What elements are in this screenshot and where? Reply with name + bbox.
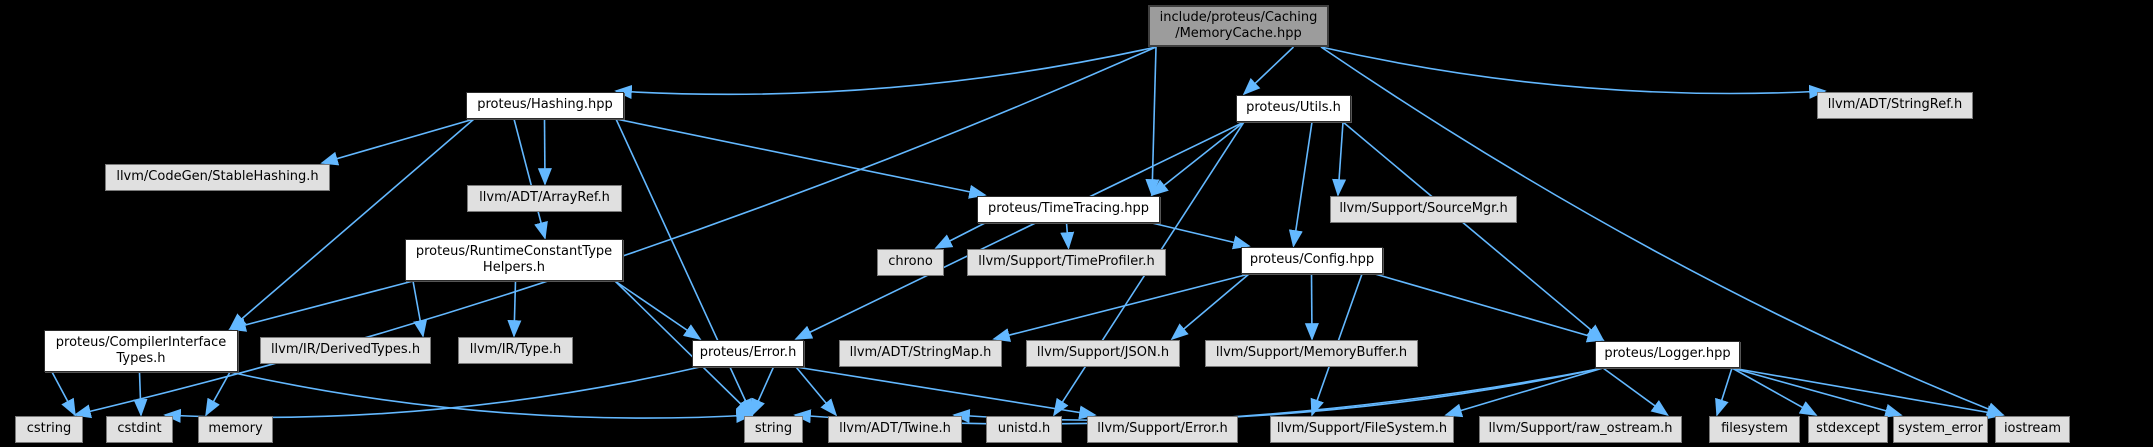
edge-timetracing-config	[1151, 222, 1251, 250]
edge-error-llvmerror	[795, 366, 1097, 420]
edge-rcth-cit	[228, 280, 414, 332]
edge-rcth-derivedtypes	[412, 280, 428, 338]
edge-hashing-stablehashing	[320, 118, 475, 166]
edge-hashing-arrayref	[537, 118, 552, 186]
edge-error-twine	[795, 366, 838, 417]
edge-memorycache-iostream	[1320, 46, 2005, 416]
edge-hashing-rcth	[513, 118, 548, 240]
edge-timetracing-timeprofiler	[1060, 222, 1075, 250]
node-timetracing[interactable]: proteus/TimeTracing.hpp	[977, 196, 1160, 223]
edge-utils-config	[1288, 121, 1313, 248]
node-chrono[interactable]: chrono	[877, 249, 944, 276]
edge-cit-string	[229, 371, 754, 423]
edge-logger-rawostream	[1602, 367, 1669, 417]
edge-config-json	[1170, 273, 1250, 341]
edge-utils-timetracing	[1150, 121, 1245, 197]
edge-memorycache-timetracing	[1145, 46, 1160, 197]
node-hashing[interactable]: proteus/Hashing.hpp	[466, 92, 624, 119]
edge-config-stringmap	[992, 273, 1250, 342]
node-filesystem[interactable]: filesystem	[1709, 416, 1800, 443]
edge-memorycache-stringref	[1320, 46, 1827, 99]
edge-memorycache-utils	[1242, 46, 1295, 96]
edge-rcth-error	[614, 280, 702, 340]
node-utils[interactable]: proteus/Utils.h	[1236, 95, 1351, 122]
node-memory[interactable]: memory	[198, 416, 273, 443]
node-unistd[interactable]: unistd.h	[986, 416, 1062, 443]
edge-hashing-cit	[228, 118, 475, 331]
node-string[interactable]: string	[744, 416, 803, 443]
node-logger[interactable]: proteus/Logger.hpp	[1595, 341, 1740, 368]
node-rcth[interactable]: proteus/RuntimeConstantType Helpers.h	[405, 239, 623, 281]
node-timeprofiler[interactable]: llvm/Support/TimeProfiler.h	[967, 249, 1166, 276]
node-systemerror[interactable]: system_error	[1893, 416, 1988, 443]
node-llvmerror[interactable]: llvm/Support/Error.h	[1087, 416, 1238, 443]
edge-config-membuffer	[1304, 273, 1319, 341]
node-iostream[interactable]: iostream	[1995, 416, 2070, 443]
edge-logger-iostream	[1731, 367, 2005, 420]
edge-logger-twine	[952, 367, 1604, 424]
edge-logger-stdexcept	[1731, 367, 1818, 416]
node-filesystemh[interactable]: llvm/Support/FileSystem.h	[1270, 416, 1454, 443]
node-stablehashing[interactable]: llvm/CodeGen/StableHashing.h	[105, 164, 330, 191]
edge-cit-memory	[205, 371, 231, 417]
edge-error-string	[751, 366, 775, 417]
node-memorycache[interactable]: include/proteus/Caching /MemoryCache.hpp	[1148, 5, 1329, 47]
node-sourcemgr[interactable]: llvm/Support/SourceMgr.h	[1330, 196, 1517, 223]
edge-logger-systemerror	[1731, 367, 1903, 418]
node-stringmap[interactable]: llvm/ADT/StringMap.h	[839, 340, 1002, 367]
node-error[interactable]: proteus/Error.h	[692, 340, 804, 367]
node-rawostream[interactable]: llvm/Support/raw_ostream.h	[1479, 416, 1682, 443]
edge-timetracing-chrono	[934, 222, 986, 249]
edge-cit-cstring	[51, 371, 76, 417]
node-cstring[interactable]: cstring	[15, 416, 83, 443]
node-arrayref[interactable]: llvm/ADT/ArrayRef.h	[467, 185, 622, 212]
node-stringref[interactable]: llvm/ADT/StringRef.h	[1817, 92, 1973, 119]
node-cstdint[interactable]: cstdint	[106, 416, 173, 443]
node-json[interactable]: llvm/Support/JSON.h	[1026, 340, 1180, 367]
edge-memorycache-hashing	[614, 46, 1157, 99]
node-cit[interactable]: proteus/CompilerInterface Types.h	[44, 330, 238, 372]
node-stdexcept[interactable]: stdexcept	[1808, 416, 1888, 443]
node-typeh[interactable]: llvm/IR/Type.h	[458, 337, 573, 364]
edge-logger-filesystem	[1715, 367, 1733, 417]
edge-rcth-string	[614, 280, 754, 417]
edge-hashing-timetracing	[615, 118, 987, 199]
node-membuffer[interactable]: llvm/Support/MemoryBuffer.h	[1205, 340, 1418, 367]
edge-utils-sourcemgr	[1332, 121, 1347, 197]
node-config[interactable]: proteus/Config.hpp	[1241, 247, 1383, 274]
edge-utils-error	[794, 121, 1245, 340]
edge-config-logger	[1374, 273, 1605, 343]
edge-cit-cstdint	[133, 371, 148, 417]
node-derivedtypes[interactable]: llvm/IR/DerivedTypes.h	[260, 337, 431, 364]
edge-utils-logger	[1342, 121, 1605, 342]
edge-logger-filesystemh	[1444, 367, 1604, 418]
edge-rcth-typeh	[507, 280, 522, 338]
node-twine[interactable]: llvm/ADT/Twine.h	[828, 416, 962, 443]
